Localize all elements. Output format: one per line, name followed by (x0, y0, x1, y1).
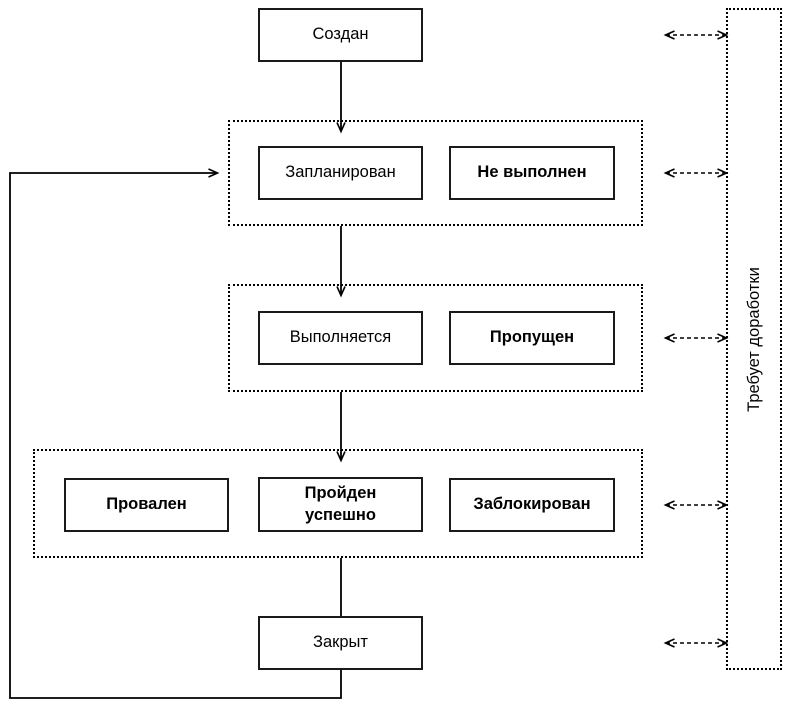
state-group-planned (228, 120, 643, 226)
state-box-skipped[interactable]: Пропущен (449, 311, 615, 365)
state-box-created[interactable]: Создан (258, 8, 423, 62)
state-box-failed[interactable]: Провален (64, 478, 229, 532)
state-box-passed[interactable]: Пройден успешно (258, 477, 423, 532)
state-group-results (33, 449, 643, 558)
state-box-blocked[interactable]: Заблокирован (449, 478, 615, 532)
rework-panel-label: Требует доработки (744, 266, 763, 412)
state-box-closed[interactable]: Закрыт (258, 616, 423, 670)
state-box-planned[interactable]: Запланирован (258, 146, 423, 200)
state-box-running[interactable]: Выполняется (258, 311, 423, 365)
state-group-running (228, 284, 643, 392)
rework-panel-label-wrap: Требует доработки (728, 10, 780, 668)
feedback-loop-closed-to-planned (9, 168, 342, 699)
rework-panel[interactable]: Требует доработки (726, 8, 782, 670)
state-box-not-done[interactable]: Не выполнен (449, 146, 615, 200)
